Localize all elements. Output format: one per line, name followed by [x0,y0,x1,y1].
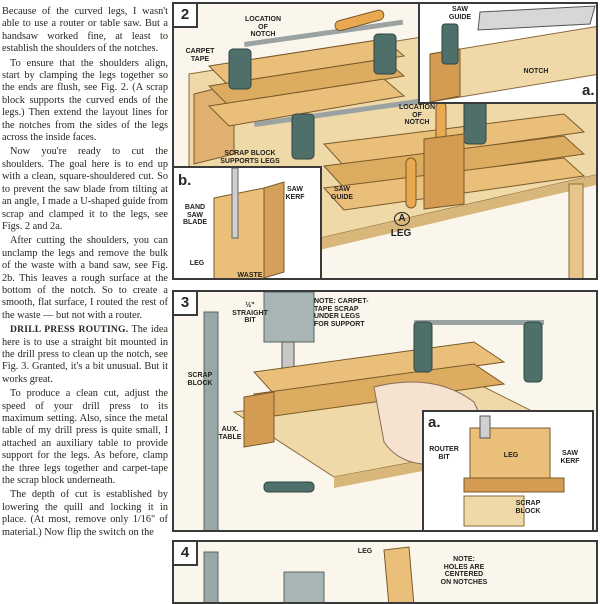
label-leg: LEG [390,228,412,239]
label-straight-bit: ½" STRAIGHT BIT [232,302,268,324]
article-text-column: Because of the curved legs, I wasn't abl… [0,0,168,600]
figure-2: 2 LOCATION OF NOTCH CARPET TAPE LOCATION… [172,2,598,280]
label-band-saw-blade: BAND SAW BLADE [182,204,208,226]
label-leg: LEG [189,260,205,267]
figure-2b-illustration [213,168,285,278]
figure-3: 3 ½" STRAIGHT BIT NOTE: CARPET- TAPE SCR… [172,290,598,532]
label-notch: NOTCH [523,68,549,75]
label-saw-guide: SAW GUIDE [448,6,472,21]
label-leg: LEG [357,548,373,555]
figure-number: 3 [174,292,198,316]
label-note-holes: NOTE: HOLES ARE CENTERED ON NOTCHES [440,556,488,586]
figure-4-illustration [203,546,415,602]
label-scrap-block: SCRAP BLOCK [515,500,541,515]
paragraph: Now you're ready to cut the shoulders. T… [2,146,168,232]
label-aux-table: AUX. TABLE [218,426,242,441]
paragraph: DRILL PRESS ROUTING. The idea here is to… [2,324,168,386]
label-location-of-notch: LOCATION OF NOTCH [244,16,282,38]
detail-letter: b. [178,172,192,189]
label-saw-kerf: SAW KERF [285,186,305,201]
label-scrap-block: SCRAP BLOCK [187,372,213,387]
figure-3a-illustration [463,415,565,527]
figure-2a-detail: SAW GUIDE NOTCH a. [418,4,596,104]
label-carpet-tape: CARPET TAPE [185,48,215,63]
label-location-of-notch-2: LOCATION OF NOTCH [398,104,436,126]
paragraph: To produce a clean cut, adjust the speed… [2,388,168,487]
section-heading: DRILL PRESS ROUTING. [10,324,129,336]
paragraph: To ensure that the shoulders align, star… [2,57,168,144]
paragraph-text: The idea here is to use a straight bit m… [2,324,168,385]
figure-3a-detail: a. ROUTER BIT LEG SAW KERF SCRAP BLOCK [422,410,594,530]
label-scrap-block: SCRAP BLOCK SUPPORTS LEGS [220,150,280,165]
paragraph: Because of the curved legs, I wasn't abl… [2,6,168,55]
label-leg-marker: A [394,212,410,226]
label-leg: LEG [503,452,519,459]
detail-letter: a. [428,414,441,431]
figure-4: 4 LEG NOTE: HOLES ARE CENTERED ON NOTCHE… [172,540,598,604]
label-saw-kerf: SAW KERF [560,450,580,465]
paragraph: The depth of cut is established by lower… [2,489,168,538]
figure-number: 4 [174,542,198,566]
detail-letter: a. [582,82,595,99]
paragraph: After cutting the shoulders, you can unc… [2,235,168,321]
label-note-carpet-tape: NOTE: CARPET- TAPE SCRAP UNDER LEGS FOR … [314,298,369,328]
label-waste: WASTE [237,272,263,279]
label-saw-guide: SAW GUIDE [330,186,354,201]
figure-2a-illustration [429,5,596,102]
figure-2b-detail: b. BAND SAW BLADE SAW KERF LEG WASTE [174,166,322,279]
figure-number: 2 [174,4,198,28]
label-router-bit: ROUTER BIT [429,446,459,461]
